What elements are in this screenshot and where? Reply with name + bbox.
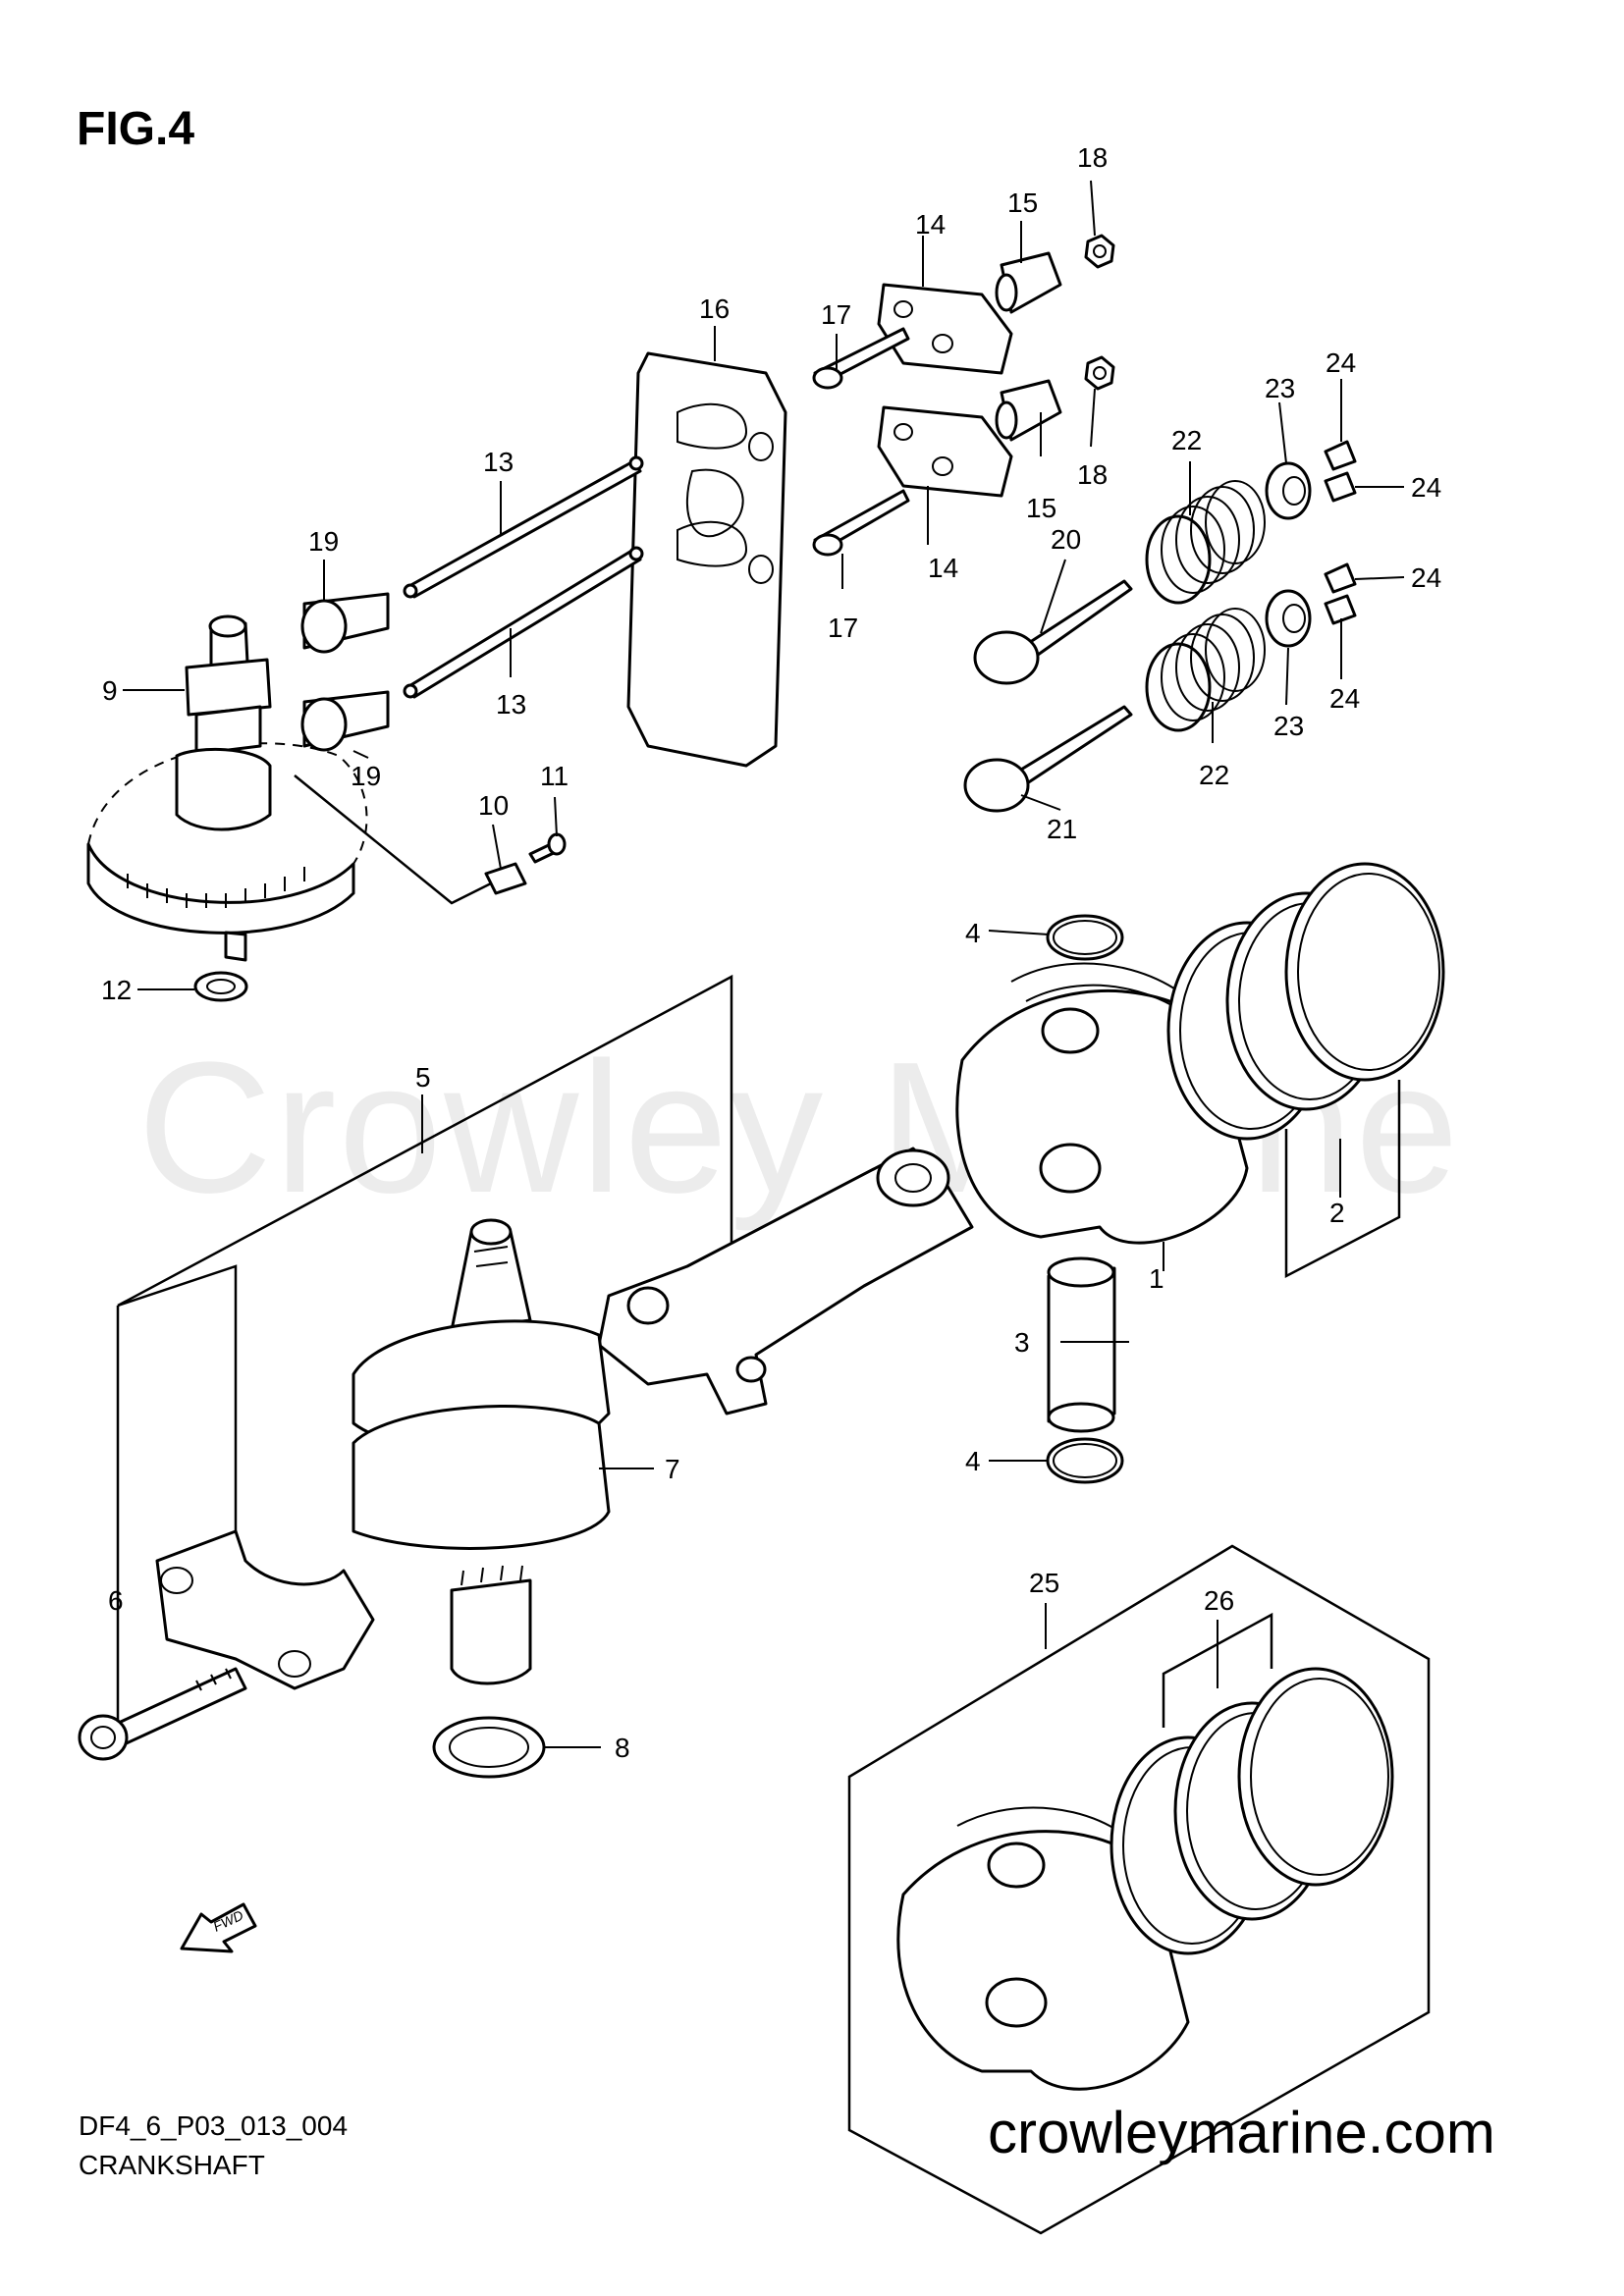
callout-16: 16 [699, 294, 730, 324]
valve-spring-lower [1145, 608, 1266, 732]
gasket-plate [626, 351, 787, 768]
stud-upper [812, 327, 910, 390]
crankshaft [352, 1218, 611, 1685]
callout-24-c: 24 [1411, 562, 1441, 593]
drawing-code: DF4_6_P03_013_004 [79, 2110, 349, 2141]
connecting-rod [597, 1147, 974, 1415]
callout-1: 1 [1149, 1263, 1164, 1294]
rocker-arm-lower [877, 405, 1013, 498]
callout-10: 10 [478, 790, 509, 821]
valve-spring-upper [1145, 480, 1266, 605]
callout-13-upper: 13 [483, 447, 514, 477]
callout-26: 26 [1204, 1585, 1234, 1616]
callout-7: 7 [665, 1454, 680, 1484]
callout-8: 8 [615, 1733, 630, 1763]
callout-22-lower: 22 [1199, 760, 1229, 790]
nut-lower [1084, 355, 1115, 391]
bracket-6-inner [117, 1264, 238, 1551]
adjuster-lower [995, 379, 1062, 442]
callout-14-lower: 14 [928, 553, 958, 583]
callout-5: 5 [415, 1062, 431, 1093]
callout-18-lower: 18 [1077, 459, 1108, 490]
callout-24-b: 24 [1411, 472, 1441, 503]
callout-21: 21 [1047, 814, 1077, 844]
push-rod-lower [403, 546, 644, 699]
tappet-upper [300, 592, 390, 654]
nut-upper [1084, 234, 1115, 269]
callout-19-lower: 19 [351, 761, 381, 791]
callout-22-upper: 22 [1171, 425, 1202, 455]
callout-18-upper: 18 [1077, 142, 1108, 173]
piston-ring-3 [1284, 862, 1445, 1082]
callout-23-lower: 23 [1273, 711, 1304, 741]
stud-lower [812, 489, 910, 557]
callout-24-d: 24 [1329, 683, 1360, 714]
circlip-upper [1046, 914, 1124, 961]
callout-numbers: 1 2 3 4 4 5 6 7 8 9 10 11 12 13 13 14 14… [101, 142, 1441, 1763]
callout-4-lower: 4 [965, 1446, 981, 1476]
retainer-lower [1265, 589, 1312, 648]
callout-9: 9 [102, 675, 118, 706]
cotter-upper-b [1324, 471, 1357, 503]
tappet-lower [300, 690, 390, 752]
diagram-caption: CRANKSHAFT [79, 2150, 265, 2180]
cotter-upper-a [1324, 440, 1357, 471]
callout-15-upper: 15 [1007, 187, 1038, 218]
callout-20: 20 [1051, 524, 1081, 555]
callout-4-upper: 4 [965, 918, 981, 948]
leader-lines [117, 180, 1405, 1748]
adjuster-upper [995, 251, 1062, 314]
callout-17-lower: 17 [828, 613, 858, 643]
camshaft [175, 614, 272, 831]
circlip-lower [1046, 1437, 1124, 1484]
callout-17-upper: 17 [821, 299, 851, 330]
callout-14-upper: 14 [915, 209, 946, 240]
callout-23-upper: 23 [1265, 373, 1295, 403]
website-link[interactable]: crowleymarine.com [988, 2100, 1495, 2165]
callout-24-a: 24 [1326, 347, 1356, 378]
cotter-lower-a [1324, 562, 1357, 594]
decomp-link [294, 774, 492, 905]
retainer-upper [1265, 461, 1312, 520]
oversize-piston [896, 1806, 1190, 2091]
decomp-lever [484, 862, 527, 895]
figure-title: FIG.4 [77, 103, 195, 155]
callout-11: 11 [540, 761, 568, 791]
decomp-screw [528, 832, 567, 864]
camshaft-gear [86, 742, 368, 962]
callout-13-lower: 13 [496, 689, 526, 720]
rocker-arm-upper [877, 283, 1013, 375]
callout-3: 3 [1014, 1327, 1030, 1358]
washer-12 [193, 971, 248, 1002]
valve-upper [973, 579, 1133, 685]
callout-2: 2 [1329, 1198, 1345, 1228]
rod-bolt [78, 1667, 247, 1761]
callout-6: 6 [108, 1585, 124, 1616]
rod-cap [155, 1529, 375, 1690]
callout-25: 25 [1029, 1568, 1059, 1598]
cotter-lower-b [1324, 594, 1357, 625]
callout-12: 12 [101, 975, 132, 1005]
callout-19-upper: 19 [308, 526, 339, 557]
bracket-5 [117, 974, 733, 1308]
box-25 [847, 1544, 1431, 2235]
oversize-ring-3 [1237, 1667, 1394, 1887]
fwd-arrow-icon: FWD [180, 1902, 257, 1953]
valve-lower [963, 705, 1133, 813]
piston-pin [1047, 1256, 1116, 1433]
bracket-2 [1284, 1080, 1401, 1279]
push-rod-upper [403, 455, 644, 599]
callout-15-lower: 15 [1026, 493, 1056, 523]
